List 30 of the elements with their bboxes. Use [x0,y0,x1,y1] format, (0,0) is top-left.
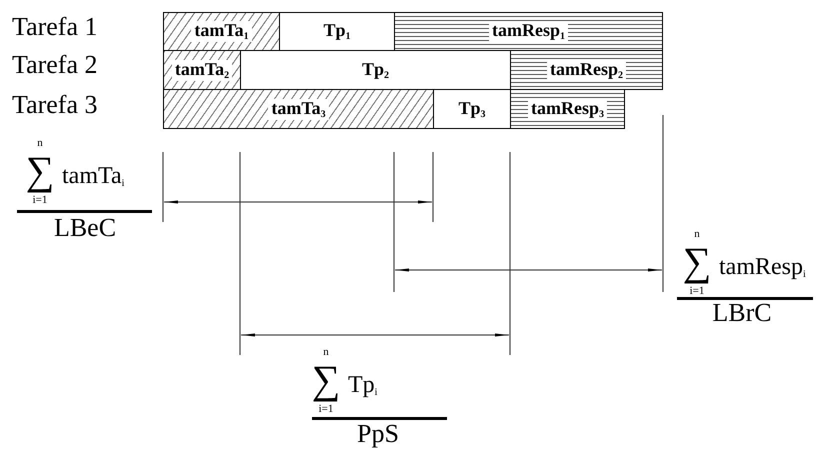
upper-limit: n [694,229,700,240]
upper-limit: n [37,138,43,149]
striped-segment [510,89,625,129]
hatched-segment [163,12,280,51]
denominator: PpS [357,421,399,447]
formula-term: tamResp$_{i}$ [719,255,806,280]
row-label: Tarefa 2 [12,52,98,78]
lower-limit: i=1 [318,404,334,415]
segment-label: tamResp$_{1}$ [489,21,568,42]
summation-sign: ∑ [312,360,340,400]
segment-label: tamTa$_{3}$ [268,98,329,120]
row-label: Tarefa 3 [12,92,98,118]
summation-sign: ∑ [682,242,712,282]
formula-term: Tp$_{i}$ [348,373,378,398]
segment-label: tamTa$_{1}$ [191,21,252,42]
formula-term: tamTa$_{i}$ [62,164,124,189]
row-label: Tarefa 1 [12,14,98,40]
segment-label: tamTa$_{2}$ [172,60,232,80]
lower-limit: i=1 [32,195,48,206]
upper-limit: n [323,347,329,358]
segment-label: tamResp$_{2}$ [547,60,626,80]
lower-limit: i=1 [690,286,704,297]
striped-segment [510,50,663,90]
segment-label: tamResp$_{3}$ [528,98,607,120]
hatched-segment [163,50,241,90]
denominator: LBrC [712,300,772,326]
denominator: LBeC [54,215,116,241]
hatched-segment [163,89,434,129]
summation-sign: ∑ [26,151,54,191]
striped-segment [394,12,663,51]
